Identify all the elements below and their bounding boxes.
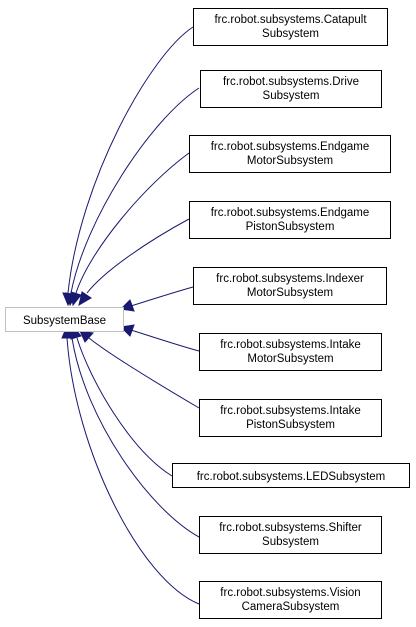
inheritance-arrowheads — [61, 291, 135, 343]
edge-endgame-piston — [86, 218, 190, 294]
base-class-node[interactable]: SubsystemBase — [5, 307, 124, 332]
class-label-line2: MotorSubsystem — [247, 287, 333, 299]
class-label-line2: MotorSubsystem — [247, 155, 333, 167]
edge-drive — [70, 87, 200, 294]
class-label-line2: Subsystem — [263, 90, 320, 102]
class-label-line2: MotorSubsystem — [247, 353, 333, 365]
class-label-line1: frc.robot.subsystems.Vision — [220, 587, 360, 599]
base-class-label: SubsystemBase — [23, 315, 106, 327]
class-label-line2: PistonSubsystem — [246, 221, 335, 233]
class-node-endgame-piston[interactable]: frc.robot.subsystems.Endgame PistonSubsy… — [189, 201, 391, 239]
class-node-vision[interactable]: frc.robot.subsystems.Vision CameraSubsys… — [199, 581, 382, 619]
edge-indexer-motor — [130, 286, 194, 307]
class-label-line1: frc.robot.subsystems.Endgame — [211, 141, 370, 153]
class-node-intake-motor[interactable]: frc.robot.subsystems.Intake MotorSubsyst… — [199, 333, 382, 371]
class-label-line1: frc.robot.subsystems.Indexer — [216, 273, 364, 285]
class-label-line2: PistonSubsystem — [246, 419, 335, 431]
edge-catapult — [67, 26, 194, 294]
class-node-intake-piston[interactable]: frc.robot.subsystems.Intake PistonSubsys… — [199, 399, 382, 437]
class-label-line1: frc.robot.subsystems.Intake — [220, 405, 361, 417]
edge-endgame-motor — [75, 152, 190, 294]
arrowhead-indexer-motor — [119, 299, 135, 312]
class-label-line1: frc.robot.subsystems.Catapult — [214, 14, 367, 26]
class-node-endgame-motor[interactable]: frc.robot.subsystems.Endgame MotorSubsys… — [189, 135, 391, 173]
arrowhead-endgame-piston — [78, 291, 92, 307]
class-label-line2: Subsystem — [262, 536, 319, 548]
edge-led — [76, 337, 173, 477]
edge-shifter — [71, 337, 200, 538]
arrowhead-intake-motor — [119, 324, 135, 337]
class-label-line2: CameraSubsystem — [242, 601, 340, 613]
class-node-shifter[interactable]: frc.robot.subsystems.Shifter Subsystem — [199, 516, 382, 554]
class-label-line2: Subsystem — [262, 28, 319, 40]
class-node-catapult[interactable]: frc.robot.subsystems.Catapult Subsystem — [193, 8, 388, 46]
edge-vision — [66, 337, 200, 605]
class-node-indexer-motor[interactable]: frc.robot.subsystems.Indexer MotorSubsys… — [193, 267, 387, 305]
class-node-drive[interactable]: frc.robot.subsystems.Drive Subsystem — [200, 70, 382, 108]
class-label-line1: frc.robot.subsystems.Endgame — [211, 207, 370, 219]
class-label-line1: frc.robot.subsystems.Drive — [223, 76, 359, 88]
class-node-led[interactable]: frc.robot.subsystems.LEDSubsystem — [172, 463, 410, 488]
edge-intake-piston — [88, 337, 200, 409]
class-label-line1: frc.robot.subsystems.Intake — [220, 339, 361, 351]
arrowhead-intake-piston — [79, 330, 94, 343]
class-label-line1: frc.robot.subsystems.LEDSubsystem — [197, 471, 386, 483]
edge-intake-motor — [130, 329, 200, 352]
class-label-line1: frc.robot.subsystems.Shifter — [219, 522, 362, 534]
inheritance-edges — [66, 26, 200, 605]
arrowhead-endgame-motor — [70, 291, 82, 307]
